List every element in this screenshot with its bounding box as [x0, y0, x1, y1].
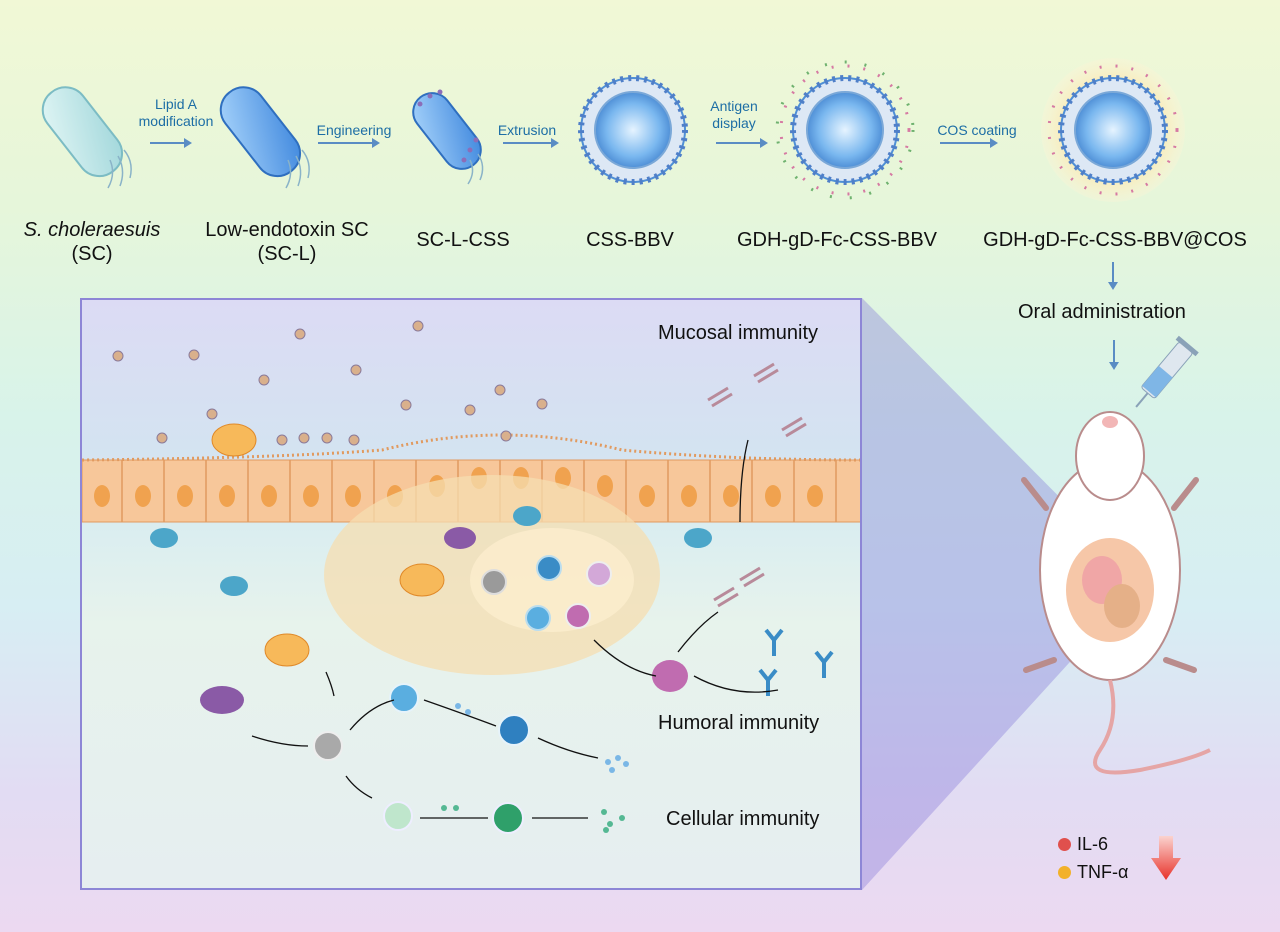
step-label-engineering: Engineering: [316, 122, 392, 138]
legend-tnf: TNF-α: [1058, 862, 1128, 883]
vaccine-particles: [112, 320, 548, 446]
bacterium-scl-icon: [219, 86, 310, 189]
arrow-step-5: [940, 138, 998, 148]
bacterium-sc-icon: [41, 86, 132, 189]
vesicle-cos-icon: [1041, 58, 1185, 202]
zoom-projection: [862, 298, 1110, 890]
cellular-immunity-label: Cellular immunity: [666, 808, 820, 830]
stage-label-sc-l-css: SC-L-CSS: [416, 229, 510, 251]
bacterium-css-icon: [412, 89, 484, 185]
stage-label-sc: S. choleraesuis (SC): [23, 219, 161, 265]
panel-graphics: [82, 320, 860, 834]
stage-label-scl: Low-endotoxin SC (SC-L): [205, 219, 369, 265]
pipeline-graphics: [41, 58, 1185, 290]
dendritic-cells: [150, 506, 712, 714]
immunity-panel: Mucosal immunity Humoral immunity Cellul…: [80, 298, 862, 890]
antibodies: [758, 628, 834, 696]
il6-dot-icon: [1058, 838, 1071, 851]
humoral-immunity-label: Humoral immunity: [658, 712, 820, 734]
oral-administration-label: Oral administration: [1018, 301, 1186, 323]
arrow-step-3: [503, 138, 559, 148]
arrow-step-2: [318, 138, 380, 148]
decrease-arrow-icon: [1151, 836, 1181, 880]
mucosal-immunity-label: Mucosal immunity: [658, 322, 819, 344]
vesicle-antigen-icon: [775, 60, 915, 200]
arrow-step-1: [150, 138, 192, 148]
legend-il6: IL-6: [1058, 834, 1108, 855]
syringe-icon: [1135, 335, 1199, 408]
stage-label-css-bbv: CSS-BBV: [586, 229, 674, 251]
step-label-cos-coating: COS coating: [937, 122, 1017, 138]
step-label-extrusion: Extrusion: [497, 122, 557, 138]
stage-label-gdh-bbv-cos: GDH-gD-Fc-CSS-BBV@COS: [983, 229, 1247, 251]
macrophages: [211, 423, 445, 667]
lymphocytes: [313, 555, 688, 834]
arrow-step-4: [716, 138, 768, 148]
mouse-illustration: [1021, 335, 1211, 775]
tnf-dot-icon: [1058, 866, 1071, 879]
vesicle-css-bbv-icon: [578, 75, 688, 185]
stage-label-gdh-bbv: GDH-gD-Fc-CSS-BBV: [736, 229, 938, 251]
